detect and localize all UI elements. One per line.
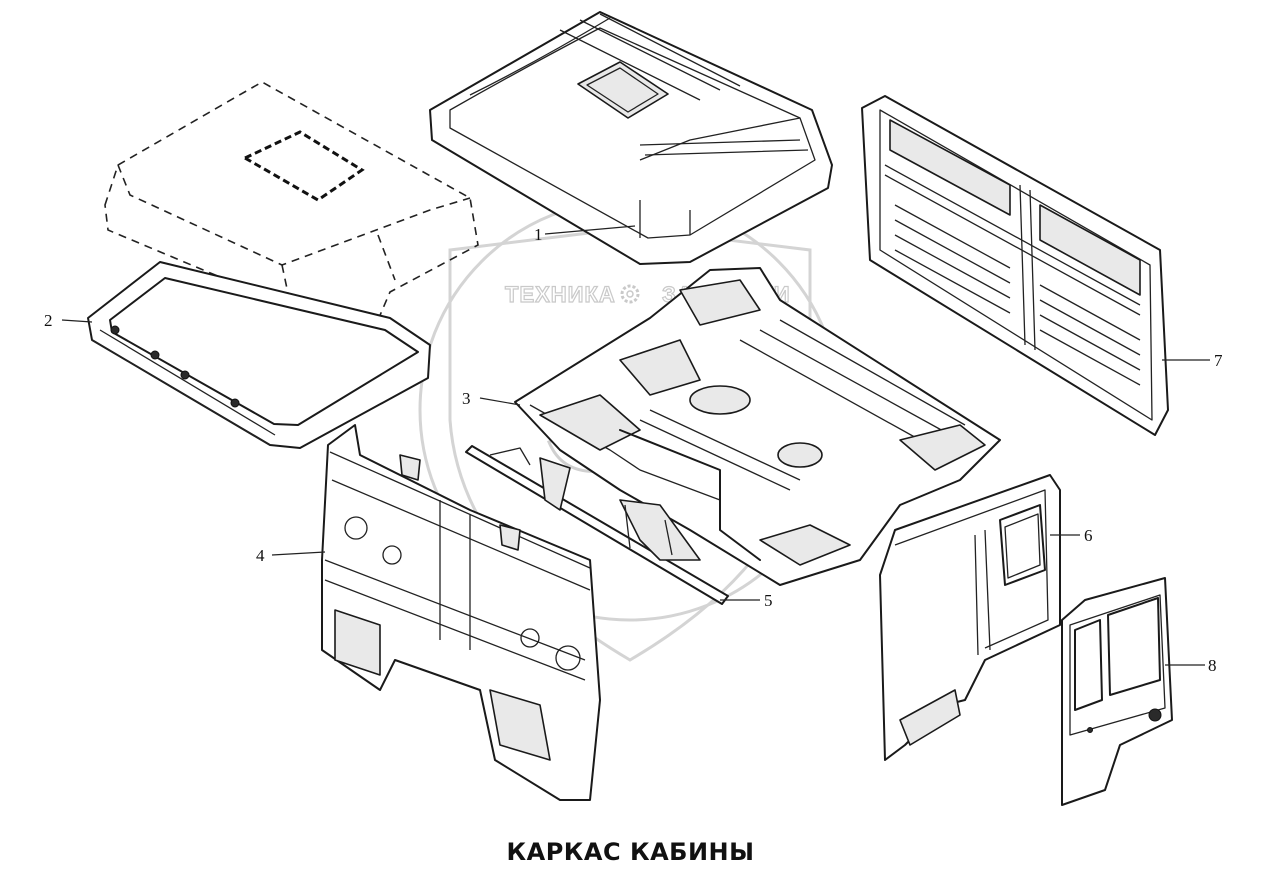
callout-5: 5	[764, 591, 773, 610]
callout-2: 2	[44, 311, 53, 330]
part-cross-member	[465, 445, 729, 605]
watermark-left-text: ТЕХНИКА	[505, 282, 616, 307]
part-side-wall	[879, 474, 1061, 761]
part-roof	[429, 11, 833, 265]
diagram-caption: КАРКАС КАБИНЫ	[506, 838, 755, 866]
callout-3: 3	[462, 389, 471, 408]
gear-icon	[620, 284, 640, 304]
part-door	[1061, 577, 1173, 806]
callout-7: 7	[1214, 351, 1223, 370]
leader-lines	[61, 225, 1210, 666]
callout-6: 6	[1084, 526, 1093, 545]
callout-1: 1	[534, 225, 543, 244]
callout-4: 4	[256, 546, 265, 565]
part-front-panel	[321, 424, 601, 801]
callout-labels: 1 2 3 4 5 6 7 8	[44, 225, 1223, 675]
part-roof-frame	[87, 261, 431, 449]
part-rear-wall	[861, 95, 1169, 436]
part-floor	[514, 267, 1001, 586]
callout-8: 8	[1208, 656, 1217, 675]
